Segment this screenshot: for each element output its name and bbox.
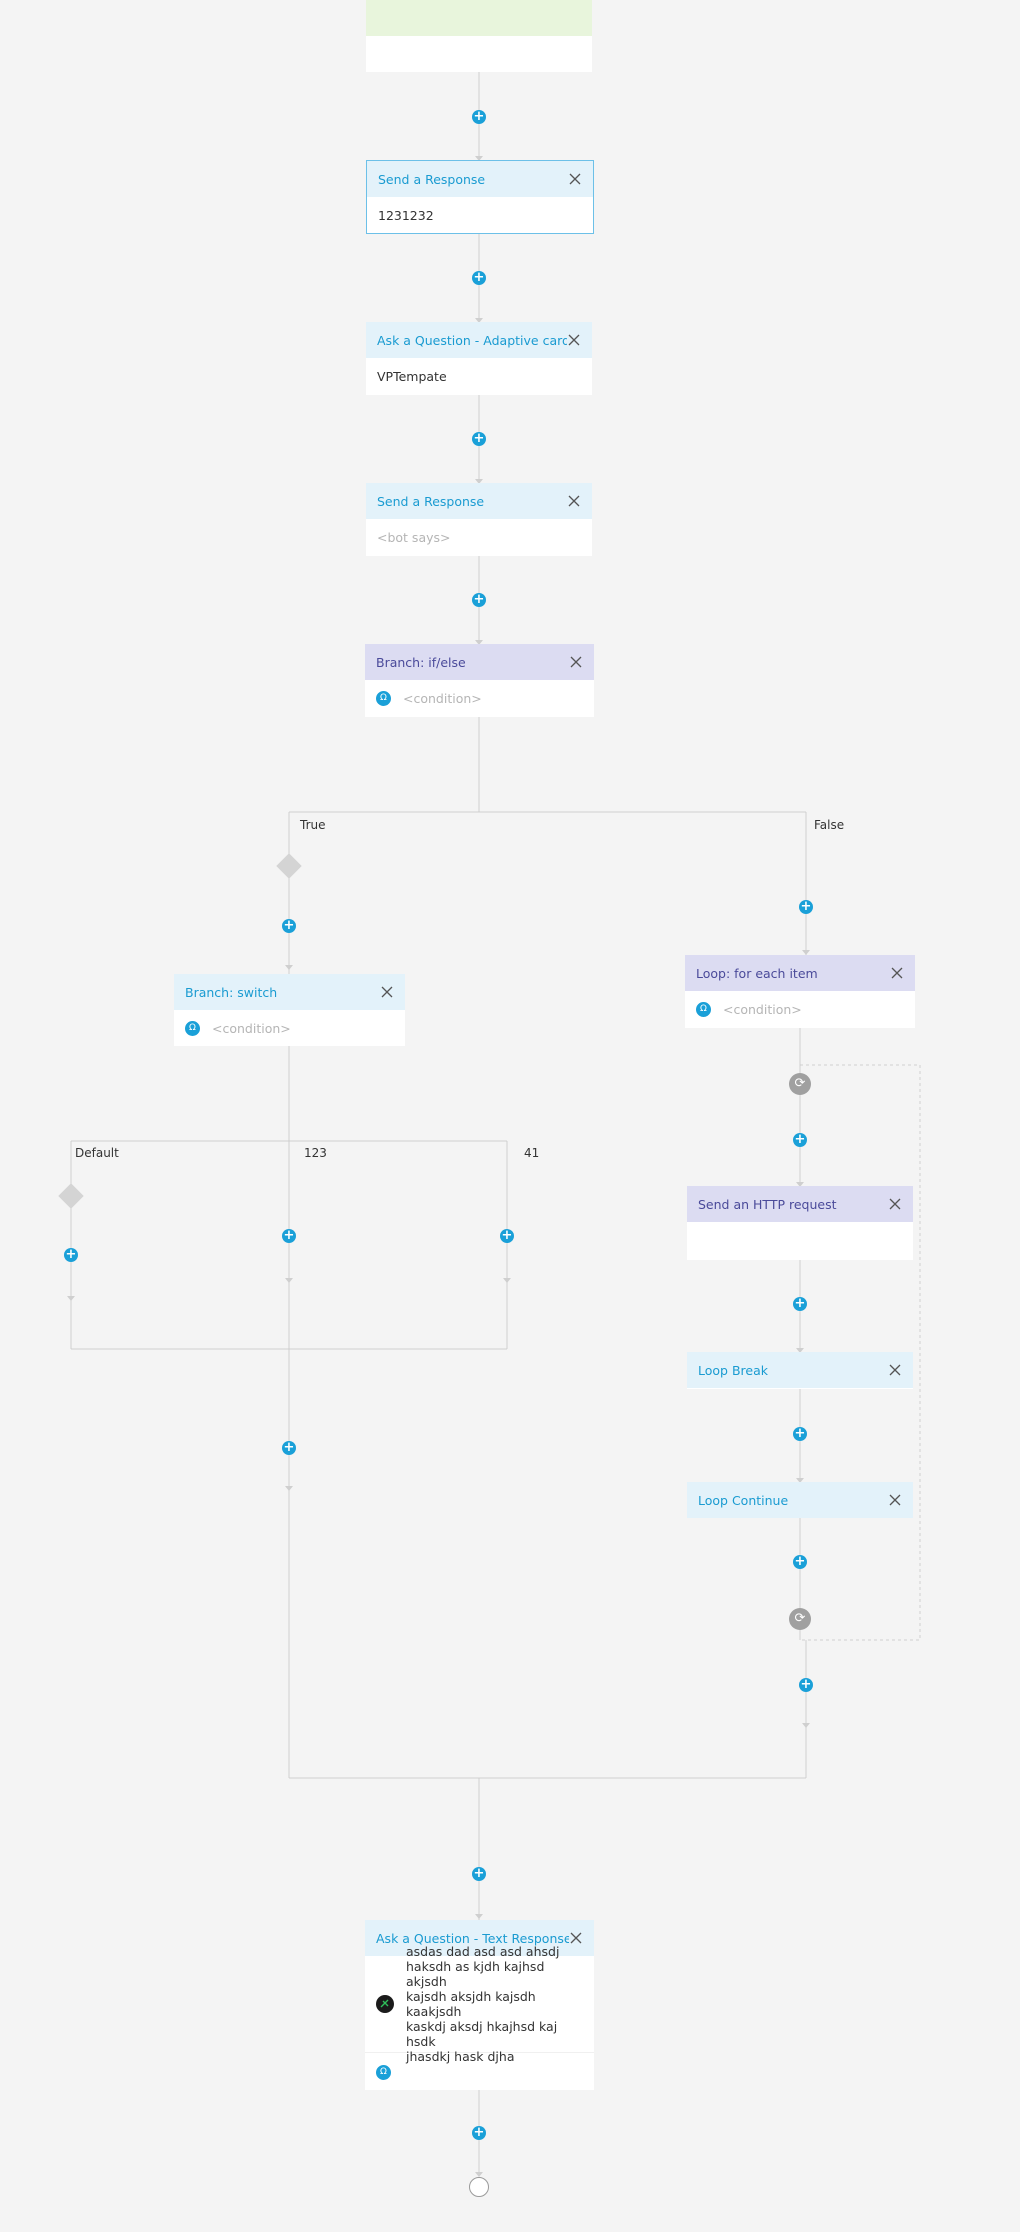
close-icon[interactable] — [569, 1931, 583, 1945]
node-body[interactable] — [687, 1222, 913, 1258]
add-step-button[interactable]: + — [472, 592, 486, 607]
condition-placeholder: <condition> — [212, 1020, 291, 1036]
case-label-123: 123 — [304, 1146, 327, 1160]
node-body[interactable]: <bot says> — [366, 519, 592, 555]
node-header: Loop: for each item — [685, 955, 915, 991]
close-icon[interactable] — [888, 1493, 902, 1507]
node-header: Branch: if/else — [365, 644, 594, 680]
add-step-button[interactable]: + — [282, 1228, 296, 1243]
http-request-node[interactable]: Send an HTTP request — [687, 1186, 913, 1260]
loop-end-icon: ⟳ — [789, 1608, 811, 1630]
bot-says-placeholder: <bot says> — [377, 529, 451, 545]
add-step-button[interactable]: + — [472, 431, 486, 446]
node-body[interactable]: Ω <condition> — [174, 1010, 405, 1046]
branch-ifelse-node[interactable]: Branch: if/else Ω <condition> — [365, 644, 594, 717]
node-body[interactable]: asdas dad asd asd ahsdj haksdh as kjdh k… — [365, 1944, 594, 2064]
branch-label-true: True — [300, 818, 326, 832]
node-header: Branch: switch — [174, 974, 405, 1010]
node-title: Loop Continue — [698, 1492, 789, 1508]
add-step-button[interactable]: + — [472, 1866, 486, 1881]
node-title: Ask a Question - Adaptive card — [377, 332, 567, 348]
node-header: Loop Continue — [687, 1482, 913, 1518]
add-step-button[interactable]: + — [793, 1296, 807, 1311]
node-title: Ask a Question - Text Response — [376, 1930, 569, 1946]
node-header: Send a Response — [366, 483, 592, 519]
node-title: Send an HTTP request — [698, 1196, 837, 1212]
add-step-button[interactable]: + — [799, 899, 813, 914]
question-text: asdas dad asd asd ahsdj haksdh as kjdh k… — [406, 1944, 583, 2064]
case-label-41: 41 — [524, 1146, 540, 1160]
add-step-button[interactable]: + — [793, 1426, 807, 1441]
loop-continue-node[interactable]: Loop Continue — [687, 1482, 913, 1518]
node-body[interactable]: Ω <condition> — [365, 680, 594, 716]
close-icon[interactable] — [568, 172, 582, 186]
add-step-button[interactable]: + — [64, 1247, 78, 1262]
loop-break-node[interactable]: Loop Break — [687, 1352, 913, 1389]
question-text-line: kajsdh aksjdh kajsdh kaakjsdh — [406, 1989, 536, 2019]
ask-question-text-node[interactable]: Ask a Question - Text Response asdas dad… — [365, 1920, 594, 2090]
condition-placeholder: <condition> — [723, 1001, 802, 1017]
node-header: Send an HTTP request — [687, 1186, 913, 1222]
close-icon[interactable] — [567, 494, 581, 508]
send-response-node[interactable]: Send a Response 1231232 — [366, 160, 594, 234]
node-header: Send a Response — [367, 161, 593, 197]
question-text-line: asdas dad asd asd ahsdj — [406, 1944, 560, 1959]
question-text-line: kaskdj aksdj hkajhsd kaj hsdk — [406, 2019, 558, 2049]
close-icon[interactable] — [890, 966, 904, 980]
add-step-button[interactable]: + — [500, 1228, 514, 1243]
node-body[interactable]: 1231232 — [367, 197, 593, 233]
node-title: Branch: if/else — [376, 654, 466, 670]
ask-question-adaptive-node[interactable]: Ask a Question - Adaptive card VPTempate — [366, 322, 592, 395]
condition-icon: Ω — [376, 690, 391, 706]
node-title: Send a Response — [377, 493, 485, 509]
close-icon[interactable] — [380, 985, 394, 999]
branch-switch-node[interactable]: Branch: switch Ω <condition> — [174, 974, 405, 1046]
close-icon[interactable] — [888, 1197, 902, 1211]
add-step-button[interactable]: + — [793, 1132, 807, 1147]
condition-icon: Ω — [185, 1020, 200, 1036]
add-step-button[interactable]: + — [472, 2125, 486, 2140]
close-icon[interactable] — [569, 655, 583, 669]
add-step-button[interactable]: + — [472, 109, 486, 124]
top-node-header — [366, 0, 592, 36]
add-step-button[interactable]: + — [799, 1677, 813, 1692]
close-icon[interactable] — [567, 333, 581, 347]
node-header: Ask a Question - Adaptive card — [366, 322, 592, 358]
add-step-button[interactable]: + — [282, 1440, 296, 1455]
loop-start-icon: ⟳ — [789, 1073, 811, 1095]
node-title: Loop Break — [698, 1362, 768, 1378]
node-header: Loop Break — [687, 1352, 913, 1388]
node-title: Branch: switch — [185, 984, 278, 1000]
condition-icon: Ω — [696, 1001, 711, 1017]
add-step-button[interactable]: + — [472, 270, 486, 285]
node-title: Send a Response — [378, 171, 486, 187]
question-text-line: jhasdkj hask djha — [406, 2049, 515, 2064]
send-response-node[interactable]: Send a Response <bot says> — [366, 483, 592, 556]
close-icon[interactable] — [888, 1363, 902, 1377]
node-body[interactable]: VPTempate — [366, 358, 592, 394]
loop-foreach-node[interactable]: Loop: for each item Ω <condition> — [685, 955, 915, 1028]
add-step-button[interactable]: + — [793, 1554, 807, 1569]
template-name: VPTempate — [377, 368, 447, 384]
top-node-partial[interactable] — [366, 0, 592, 72]
flow-end-icon — [469, 2177, 489, 2197]
add-step-button[interactable]: + — [282, 918, 296, 933]
response-text: 1231232 — [378, 207, 434, 223]
case-label-default: Default — [75, 1146, 119, 1160]
condition-icon: Ω — [376, 2064, 391, 2080]
condition-placeholder: <condition> — [403, 690, 482, 706]
branch-label-false: False — [814, 818, 845, 832]
question-text-line: haksdh as kjdh kajhsd akjsdh — [406, 1959, 545, 1989]
node-body[interactable]: Ω <condition> — [685, 991, 915, 1027]
node-header: Ask a Question - Text Response — [365, 1920, 594, 1956]
bot-icon — [376, 1995, 394, 2013]
node-title: Loop: for each item — [696, 965, 818, 981]
node-footer[interactable]: Ω — [365, 2052, 594, 2091]
